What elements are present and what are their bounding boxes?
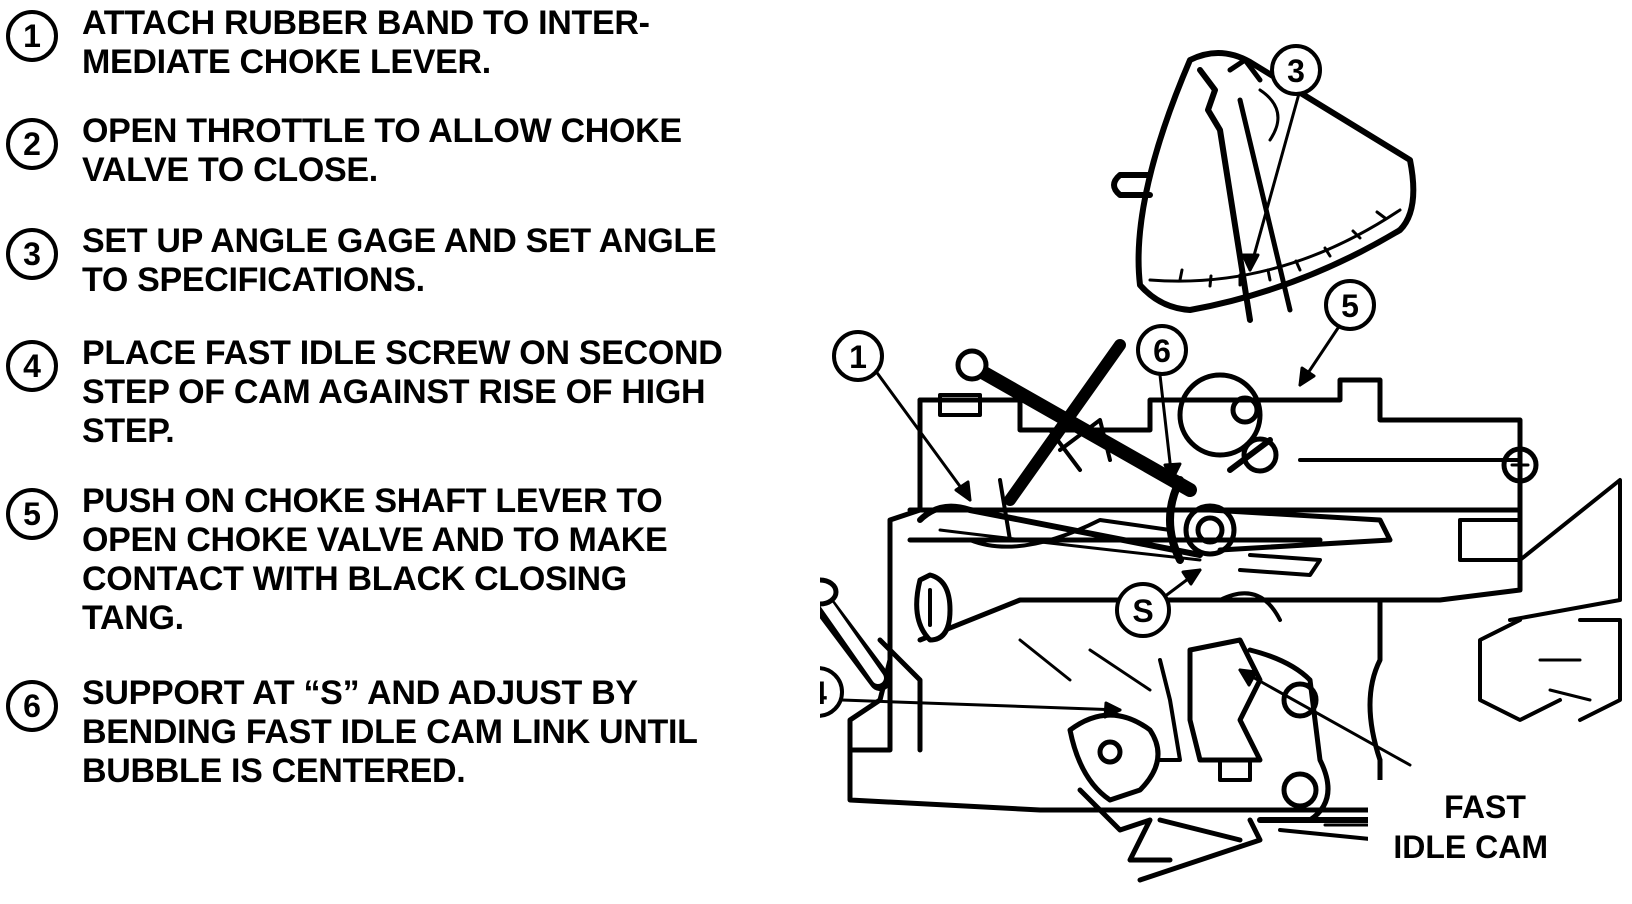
instruction-list: 1 ATTACH RUBBER BAND TO INTER- MEDIATE C… (6, 4, 723, 790)
step-number: 4 (6, 340, 58, 392)
fast-idle-cam-area (1067, 637, 1383, 883)
callout-s: S (1115, 582, 1171, 638)
step-text: OPEN THROTTLE TO ALLOW CHOKE VALVE TO CL… (82, 112, 682, 189)
carburetor-drawing: 3 5 1 6 S 4 (820, 44, 1632, 883)
step-text: PUSH ON CHOKE SHAFT LEVER TO OPEN CHOKE … (82, 482, 668, 637)
svg-text:IDLE CAM: IDLE CAM (1393, 829, 1548, 865)
callout-6: 6 (1136, 324, 1188, 376)
step-text: SET UP ANGLE GAGE AND SET ANGLE TO SPECI… (82, 222, 717, 299)
step-number: 2 (6, 118, 58, 170)
step-text: ATTACH RUBBER BAND TO INTER- MEDIATE CHO… (82, 4, 650, 81)
step-number: 6 (6, 680, 58, 732)
choke-lever-assembly (917, 339, 1393, 622)
callout-4: 4 (820, 666, 844, 718)
step-number: 5 (6, 488, 58, 540)
step-number: 1 (6, 10, 58, 62)
leader-lines (840, 88, 1412, 827)
step-text: PLACE FAST IDLE SCREW ON SECOND STEP OF … (82, 334, 723, 450)
callout-1: 1 (832, 330, 884, 382)
svg-text:5: 5 (1341, 288, 1359, 324)
svg-text:1: 1 (849, 339, 867, 375)
svg-text:4: 4 (820, 675, 827, 711)
svg-text:6: 6 (1153, 333, 1171, 369)
step-text: SUPPORT AT “S” AND ADJUST BY BENDING FAS… (82, 674, 698, 790)
svg-text:S: S (1132, 593, 1153, 629)
adjust-screw (820, 572, 953, 691)
svg-text:3: 3 (1287, 53, 1305, 89)
callout-5: 5 (1324, 279, 1376, 331)
svg-text:FAST: FAST (1444, 789, 1526, 825)
carburetor-illustration: 3 5 1 6 S 4 (820, 0, 1632, 904)
step-number: 3 (6, 228, 58, 280)
angle-gage (1111, 49, 1417, 323)
fast-idle-cam-label: FAST IDLE CAM (1368, 780, 1632, 880)
carburetor-body (847, 377, 1622, 813)
callout-3: 3 (1270, 44, 1322, 96)
